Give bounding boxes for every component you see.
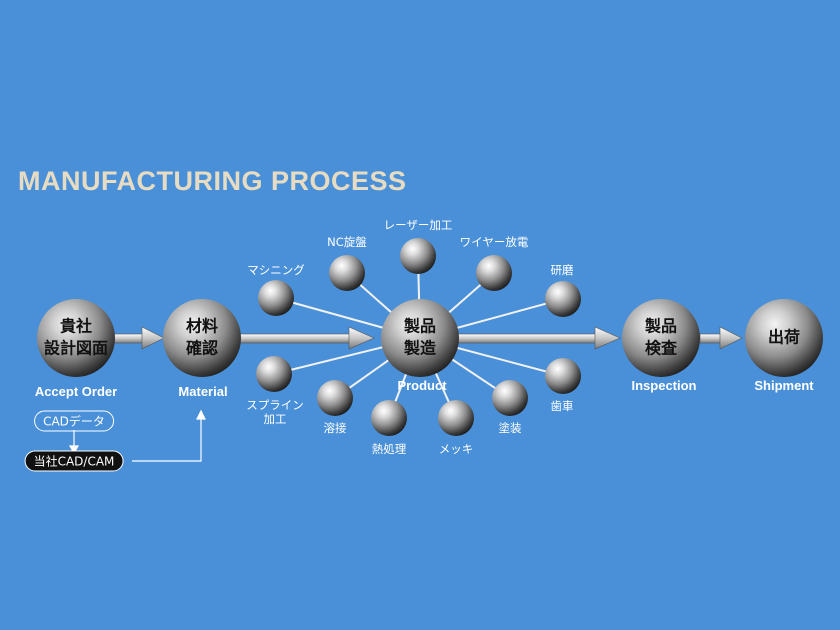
flow-arrow-material-product	[237, 326, 375, 350]
cad-down-arrowhead	[68, 445, 80, 455]
cad-data-badge: CADデータ	[34, 410, 114, 432]
material-caption: Material	[178, 384, 228, 400]
cad-connectors	[68, 409, 206, 462]
product-sphere-line1: 製品	[403, 316, 437, 336]
flow-arrow-product-inspection	[457, 326, 621, 350]
diagram-title: MANUFACTURING PROCESS	[18, 166, 407, 196]
nc-lathe-sphere	[329, 255, 365, 291]
inspection-sphere	[622, 299, 700, 377]
laser-label: レーザー加工	[383, 217, 453, 232]
order-sphere	[37, 299, 115, 377]
gears-label: 歯車	[550, 398, 574, 413]
spline-label-line1: スプライン	[246, 397, 304, 412]
painting-label: 塗装	[498, 420, 522, 435]
spline-sphere	[256, 356, 292, 392]
shipment-caption: Shipment	[754, 378, 814, 394]
cad-return-line	[132, 418, 202, 462]
inspection-caption: Inspection	[631, 378, 697, 394]
welding-sphere	[317, 380, 353, 416]
grinding-sphere	[545, 281, 581, 317]
plating-label: メッキ	[438, 441, 474, 456]
welding-label: 溶接	[323, 420, 347, 435]
painting-sphere	[492, 380, 528, 416]
nc-lathe-label: NC旋盤	[327, 234, 367, 249]
order-caption: Accept Order	[34, 384, 118, 400]
material-sphere	[163, 299, 241, 377]
flow-arrow-inspection-shipment	[699, 326, 743, 350]
inspection-sphere-line1: 製品	[644, 316, 678, 336]
cad-up-arrowhead	[196, 409, 206, 420]
machining-label: マシニング	[247, 262, 305, 277]
cad-cam-badge: 当社CAD/CAM	[24, 450, 124, 472]
material-sphere-line1: 材料	[185, 316, 219, 336]
product-sphere-line2: 製造	[403, 338, 437, 358]
flow-arrow-order-material	[109, 326, 165, 350]
spline-label-line2: 加工	[263, 411, 287, 426]
inspection-sphere-line2: 検査	[644, 338, 678, 358]
machining-sphere	[258, 280, 294, 316]
heat-treatment-sphere	[371, 400, 407, 436]
wire-edm-sphere	[476, 255, 512, 291]
shipment-sphere-label: 出荷	[767, 327, 801, 347]
product-sphere	[381, 299, 459, 377]
order-sphere-line1: 貴社	[59, 316, 93, 336]
gears-sphere	[545, 358, 581, 394]
wire-edm-label: ワイヤー放電	[459, 234, 529, 249]
material-sphere-line2: 確認	[185, 338, 219, 358]
laser-sphere	[400, 238, 436, 274]
heat-treatment-label: 熱処理	[371, 441, 407, 456]
order-sphere-line2: 設計図面	[43, 338, 109, 358]
grinding-label: 研磨	[550, 262, 574, 277]
shipment-sphere	[745, 299, 823, 377]
product-caption: Product	[397, 378, 447, 394]
plating-sphere	[438, 400, 474, 436]
